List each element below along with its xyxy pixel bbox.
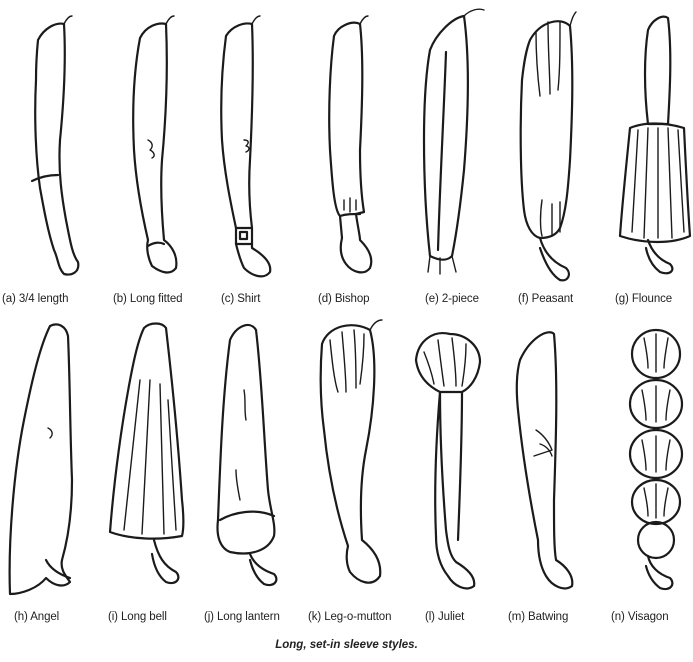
- sleeve-m-drawing: [517, 332, 573, 588]
- sleeve-n-drawing: [630, 330, 682, 589]
- label-a: (a) 3/4 length: [2, 293, 68, 305]
- sleeve-h-drawing: [10, 324, 72, 594]
- sleeve-c-drawing: [221, 16, 270, 276]
- label-i: (i) Long bell: [108, 611, 167, 623]
- figure-caption: Long, set-in sleeve styles.: [0, 639, 693, 651]
- sleeve-i-drawing: [110, 324, 184, 584]
- label-f: (f) Peasant: [518, 293, 573, 305]
- label-k: (k) Leg-o-mutton: [308, 611, 391, 623]
- label-g: (g) Flounce: [615, 293, 672, 305]
- sleeve-b-drawing: [133, 16, 176, 272]
- label-n: (n) Visagon: [611, 611, 669, 623]
- label-l: (l) Juliet: [425, 611, 464, 623]
- label-b: (b) Long fitted: [113, 293, 182, 305]
- sleeve-a-drawing: [32, 16, 78, 275]
- label-d: (d) Bishop: [318, 293, 369, 305]
- label-j: (j) Long lantern: [204, 611, 280, 623]
- sleeve-e-drawing: [424, 9, 484, 274]
- sleeve-f-drawing: [521, 12, 576, 280]
- sleeve-j-drawing: [218, 325, 277, 585]
- sleeve-l-drawing: [416, 333, 480, 588]
- label-c: (c) Shirt: [221, 293, 260, 305]
- label-h: (h) Angel: [14, 611, 59, 623]
- sleeve-g-drawing: [620, 17, 690, 274]
- sleeve-k-drawing: [321, 320, 382, 583]
- sleeve-d-drawing: [329, 16, 371, 272]
- label-e: (e) 2-piece: [425, 293, 479, 305]
- label-m: (m) Batwing: [508, 611, 568, 623]
